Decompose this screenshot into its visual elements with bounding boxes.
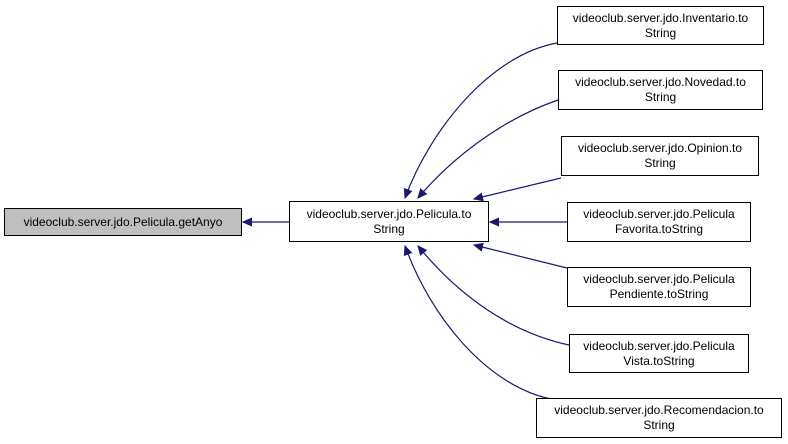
node-inventario-tostring[interactable]: videoclub.server.jdo.Inventario.to Strin… <box>557 6 764 45</box>
node-label-line2: String <box>644 25 677 40</box>
node-peliculafavorita-tostring[interactable]: videoclub.server.jdo.Pelicula Favorita.t… <box>567 202 751 242</box>
edge-vista-to-pelicula <box>418 246 570 346</box>
edge-recomendacion-to-pelicula <box>405 246 552 400</box>
node-label-line2: String <box>643 418 675 432</box>
node-novedad-tostring[interactable]: videoclub.server.jdo.Novedad.to String <box>558 70 763 110</box>
node-label-line1: videoclub.server.jdo.Pelicula <box>583 207 735 221</box>
node-label-line2: Favorita.toString <box>614 222 704 236</box>
node-peliculapendiente-tostring[interactable]: videoclub.server.jdo.Pelicula Pendiente.… <box>567 267 751 307</box>
edge-pendiente-to-pelicula <box>474 245 568 269</box>
edge-opinion-to-pelicula <box>474 177 562 199</box>
edge-novedad-to-pelicula <box>418 99 559 198</box>
node-label-line1: videoclub.server.jdo.Recomendacion.to <box>554 403 764 417</box>
node-pelicula-tostring[interactable]: videoclub.server.jdo.Pelicula.to String <box>289 201 489 242</box>
node-label-line2: String <box>644 90 677 104</box>
node-label-line1: videoclub.server.jdo.Pelicula.to <box>306 206 472 221</box>
node-label-line2: String <box>373 221 405 236</box>
node-opinion-tostring[interactable]: videoclub.server.jdo.Opinion.to String <box>561 136 759 176</box>
node-pelicula-getanyo[interactable]: videoclub.server.jdo.Pelicula.getAnyo <box>4 208 242 236</box>
node-label: videoclub.server.jdo.Pelicula.getAnyo <box>23 214 223 229</box>
node-label-line1: videoclub.server.jdo.Pelicula <box>583 338 735 353</box>
node-label-line2: String <box>644 156 676 170</box>
node-label-line1: videoclub.server.jdo.Novedad.to <box>575 75 746 89</box>
node-label-line1: videoclub.server.jdo.Inventario.to <box>572 10 749 25</box>
node-label-line2: Vista.toString <box>623 353 695 368</box>
node-label-line1: videoclub.server.jdo.Opinion.to <box>577 141 743 155</box>
node-recomendacion-tostring[interactable]: videoclub.server.jdo.Recomendacion.to St… <box>536 398 782 438</box>
node-label-line2: Pendiente.toString <box>609 287 709 301</box>
node-label-line1: videoclub.server.jdo.Pelicula <box>583 272 735 286</box>
edge-inventario-to-pelicula <box>405 42 558 198</box>
node-peliculavista-tostring[interactable]: videoclub.server.jdo.Pelicula Vista.toSt… <box>569 334 749 373</box>
